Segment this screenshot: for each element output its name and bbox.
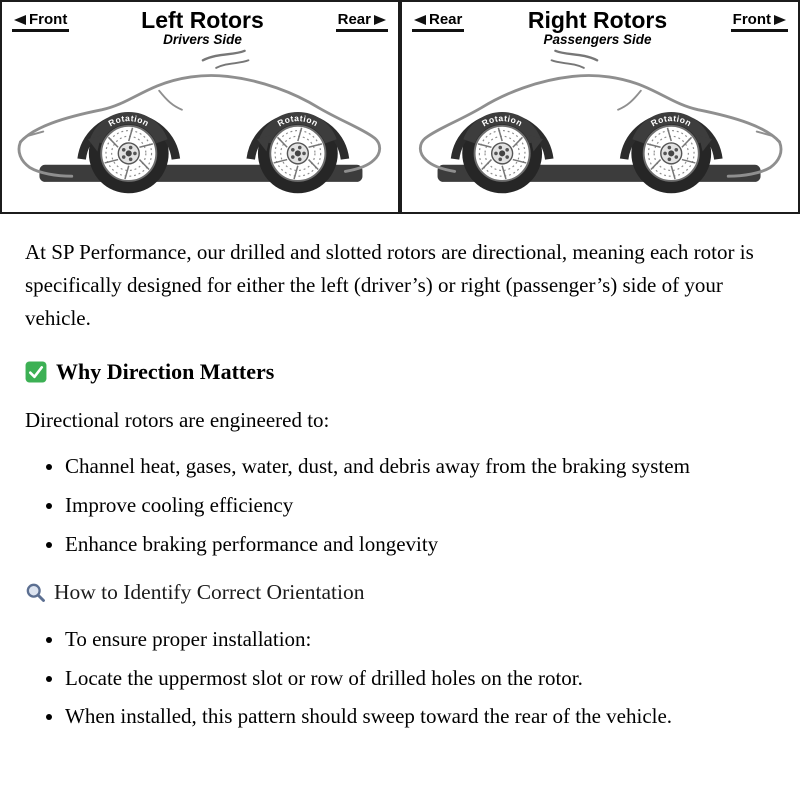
list-item: Improve cooling efficiency (65, 489, 765, 522)
left-rotors-panel: Front Left Rotors Drivers Side Rear (0, 0, 400, 214)
svg-text:Rotation: Rotation (107, 113, 151, 128)
panel-title: Right Rotors (527, 7, 668, 33)
right-panel-header: Rear Right Rotors Passengers Side Front (402, 2, 798, 47)
panel-subtitle: Passengers Side (543, 32, 652, 48)
search-icon (25, 582, 46, 603)
heading-text: Why Direction Matters (56, 358, 275, 384)
list-item: When installed, this pattern should swee… (65, 700, 765, 733)
rotation-label: Rotation (480, 113, 524, 128)
why-direction-list: Channel heat, gases, water, dust, and de… (25, 450, 772, 560)
front-label-text: Front (29, 11, 68, 28)
svg-text:Rotation: Rotation (276, 113, 320, 128)
rotor-direction-diagram: Front Left Rotors Drivers Side Rear (0, 0, 800, 214)
list-item: Locate the uppermost slot or row of dril… (65, 662, 765, 695)
lead-paragraph: Directional rotors are engineered to: (25, 407, 330, 432)
front-direction-label: Front (12, 11, 70, 32)
rotation-label: Rotation (276, 113, 320, 128)
rear-direction-label: Rear (412, 11, 465, 32)
rotation-arrow-rear: Rotation (257, 112, 337, 152)
intro-paragraph: At SP Performance, our drilled and slott… (25, 240, 754, 330)
article-body: At SP Performance, our drilled and slott… (0, 214, 800, 733)
front-direction-label: Front (730, 11, 788, 32)
arrow-right-icon (373, 14, 386, 25)
list-item: Enhance braking performance and longevit… (65, 528, 765, 561)
identify-list: To ensure proper installation: Locate th… (25, 623, 772, 733)
list-item: To ensure proper installation: (65, 623, 765, 656)
left-panel-title-block: Left Rotors Drivers Side (141, 8, 264, 47)
rear-label-text: Rear (429, 11, 463, 28)
front-label-text: Front (732, 11, 771, 28)
rotation-label: Rotation (649, 113, 693, 128)
svg-text:Rotation: Rotation (649, 113, 693, 128)
arrow-left-icon (414, 14, 426, 25)
right-car-illustration: Rotation Rotation (402, 47, 798, 199)
rotation-label: Rotation (107, 113, 151, 128)
arrow-right-icon (773, 14, 786, 25)
left-panel-header: Front Left Rotors Drivers Side Rear (2, 2, 398, 47)
identify-heading: How to Identify Correct Orientation (25, 580, 772, 605)
left-car-illustration: Rotation Rotation (2, 47, 398, 199)
panel-subtitle: Drivers Side (163, 32, 242, 48)
right-panel-title-block: Right Rotors Passengers Side (528, 8, 667, 47)
svg-text:Rotation: Rotation (480, 113, 524, 128)
rotation-arrow-front: Rotation (87, 112, 168, 152)
rear-direction-label: Rear (335, 11, 388, 32)
panel-title: Left Rotors (141, 7, 264, 33)
heading-text: How to Identify Correct Orientation (54, 580, 365, 605)
arrow-left-icon (14, 14, 26, 25)
rotation-arrow-front: Rotation (463, 112, 543, 152)
check-icon (25, 361, 47, 383)
why-direction-heading: Why Direction Matters (25, 359, 772, 385)
rotation-arrow-rear: Rotation (632, 112, 713, 152)
list-item: Channel heat, gases, water, dust, and de… (65, 450, 765, 483)
rear-label-text: Rear (337, 11, 371, 28)
right-rotors-panel: Rear Right Rotors Passengers Side Front … (400, 0, 800, 214)
